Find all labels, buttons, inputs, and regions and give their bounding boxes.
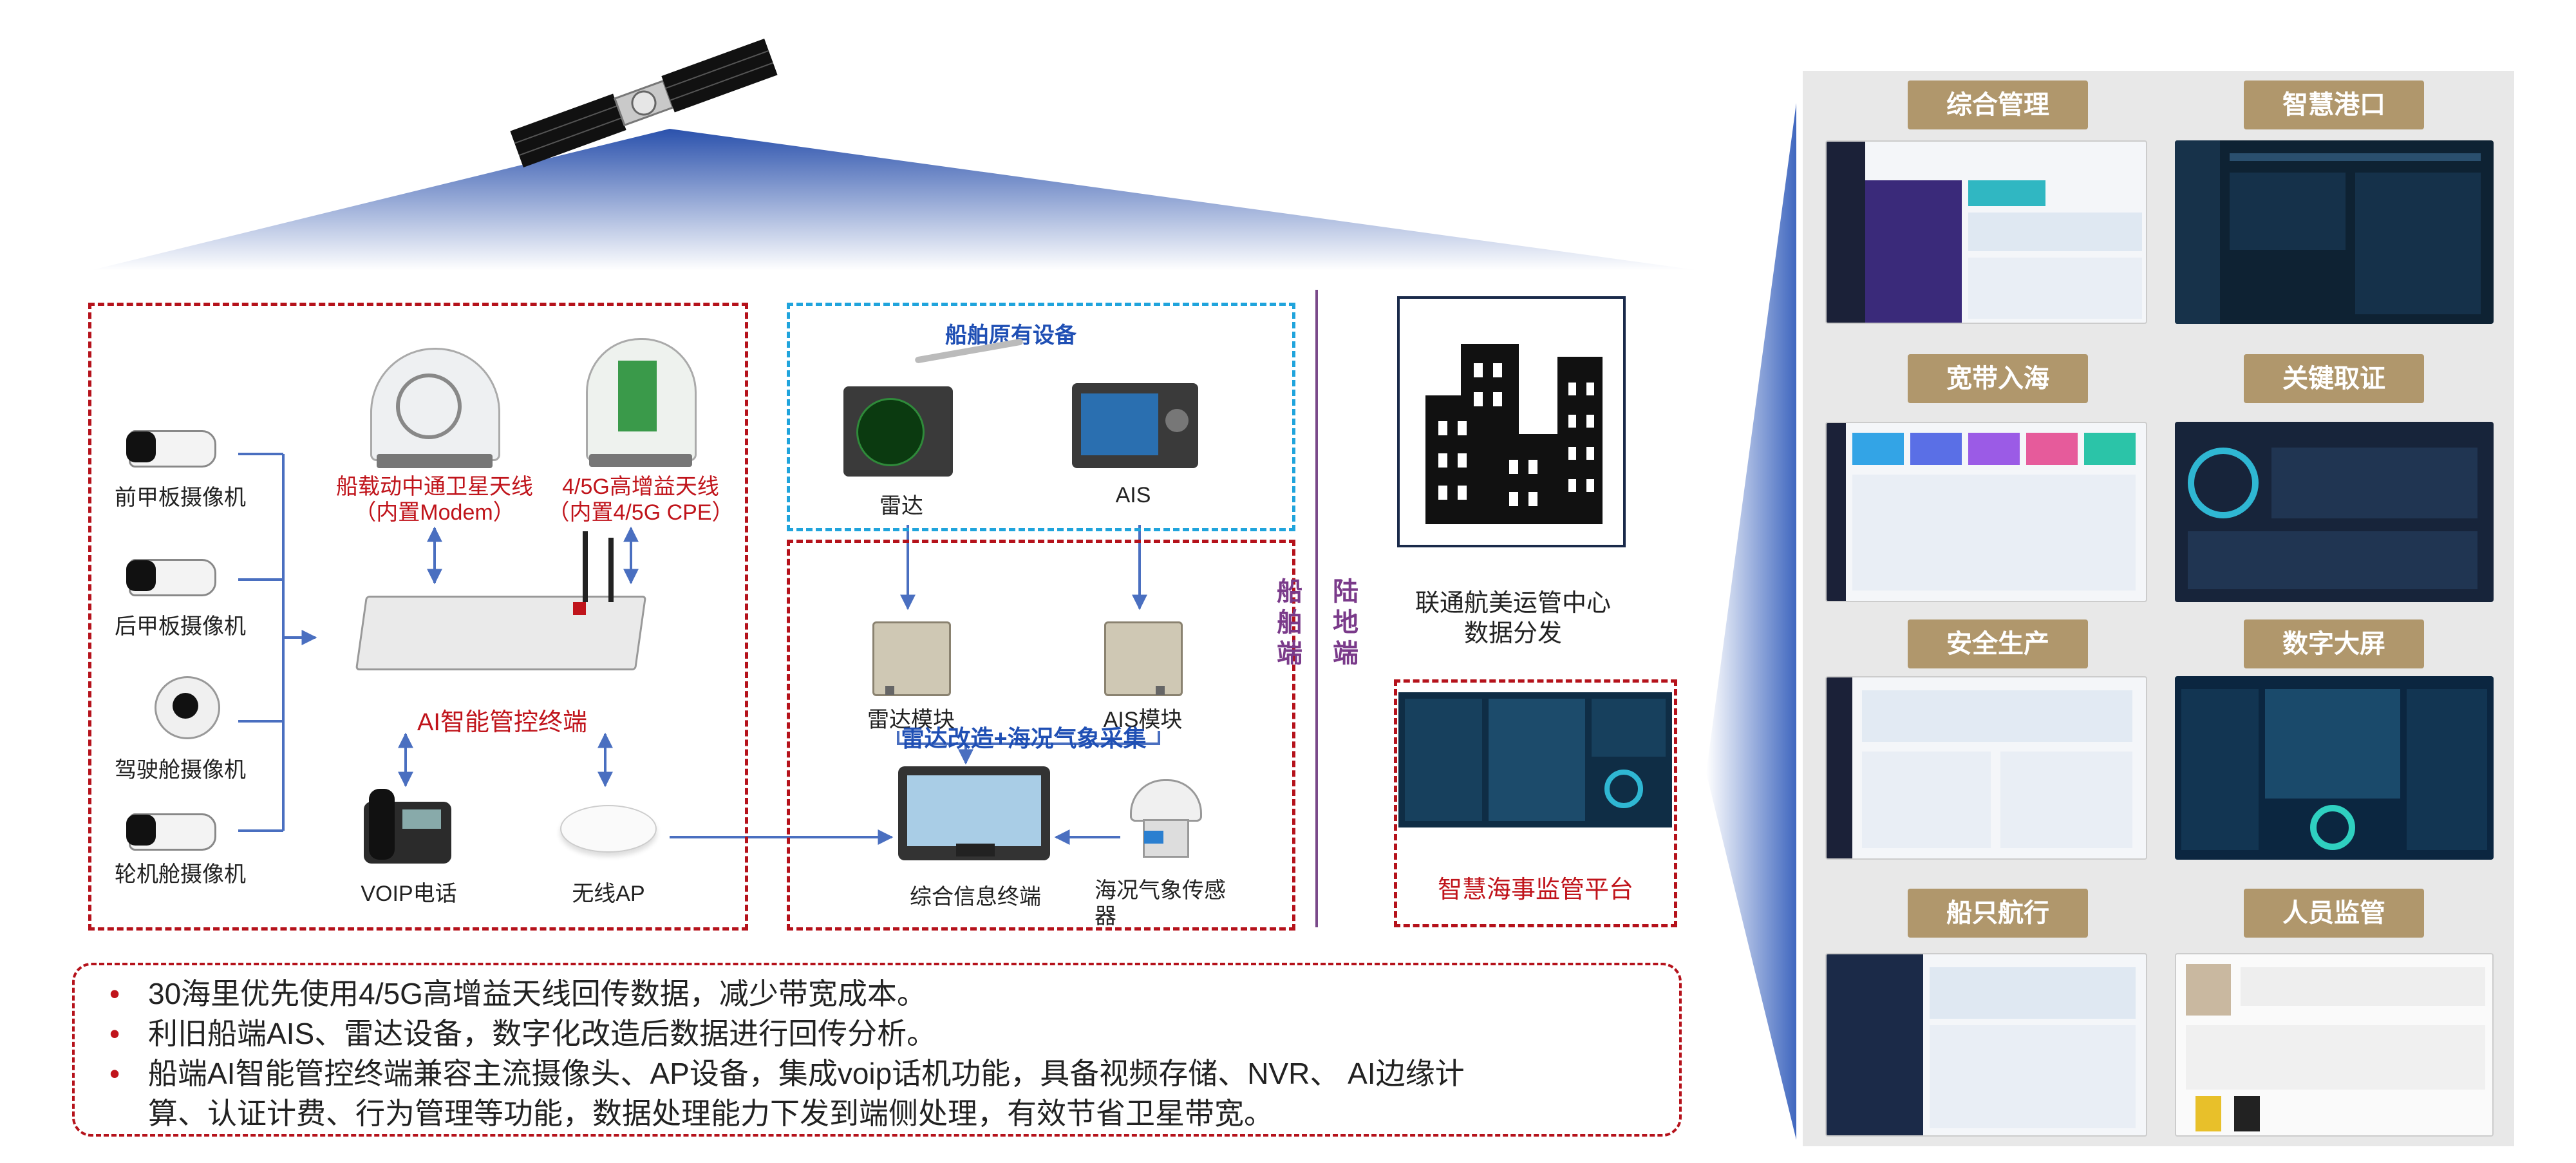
ais-device-icon (1072, 383, 1201, 470)
radar-module-label: 雷达模块 (867, 708, 955, 732)
monitoring-platform-screenshot (1398, 692, 1672, 827)
module-arrows (897, 525, 1160, 845)
weather-sensor-label-line1: 海况气象传感 (1095, 878, 1226, 903)
ai-terminal-device-icon (355, 531, 647, 679)
ais-label: AIS (1115, 483, 1151, 507)
info-terminal-label: 综合信息终端 (910, 885, 1041, 909)
satellite-antenna-label-line2: （内置Modem） (354, 500, 515, 525)
g5-antenna-icon (586, 338, 697, 467)
panel-screenshot-smart-port (2175, 140, 2494, 324)
radar-display-icon (843, 386, 956, 480)
note-item: •船端AI智能管控终端兼容主流摄像头、AP设备，集成voip话机功能，具备视频存… (90, 1054, 1465, 1093)
ship-side-label: 船 舶 端 (1277, 578, 1302, 668)
monitoring-platform-label: 智慧海事监管平台 (1437, 876, 1633, 903)
panel-screenshot-ship-navigation (1825, 953, 2147, 1137)
panel-badge-safety-production: 安全生产 (1908, 619, 2088, 668)
engine-room-camera-label: 轮机舱摄像机 (115, 862, 246, 887)
panel-badge-ship-navigation: 船只航行 (1908, 889, 2088, 938)
wireless-ap-icon (560, 799, 657, 856)
panel-badge-smart-port: 智慧港口 (2244, 80, 2424, 129)
panel-badge-key-evidence: 关键取证 (2244, 354, 2424, 403)
engine-room-camera-icon (126, 808, 238, 853)
note-item: •利旧船端AIS、雷达设备，数字化改造后数据进行回传分析。 (90, 1014, 1465, 1054)
monitoring-platform-box (1394, 679, 1677, 927)
original-equipment-box (787, 303, 1295, 531)
radar-label: 雷达 (879, 494, 923, 518)
panel-screenshot-key-evidence (2175, 422, 2494, 602)
weather-sensor-icon (1130, 779, 1202, 858)
panel-screenshot-comprehensive-management (1825, 140, 2147, 324)
radar-module-icon (872, 621, 951, 696)
ais-module-icon (1104, 621, 1183, 696)
satellite-icon (510, 38, 778, 168)
bullet-dot-icon: • (109, 1057, 120, 1090)
voip-phone-label: VOIP电话 (361, 882, 457, 906)
ai-terminal-label: AI智能管控终端 (417, 709, 587, 736)
operations-center-label-line2: 数据分发 (1463, 620, 1562, 647)
panel-screenshot-digital-screen (2175, 676, 2494, 860)
notes-list: •30海里优先使用4/5G高增益天线回传数据，减少带宽成本。 •利旧船端AIS、… (90, 974, 1465, 1133)
panel-screenshot-safety-production (1825, 676, 2147, 860)
panel-badge-digital-screen: 数字大屏 (2244, 619, 2424, 668)
building-graphic (1425, 344, 1603, 524)
bridge-dome-camera-icon (155, 676, 220, 739)
platform-beam (1706, 103, 1796, 1140)
panel-badge-broadband-sea: 宽带入海 (1908, 354, 2088, 403)
satellite-beam (90, 129, 1700, 270)
modules-box (787, 540, 1295, 931)
satellite-antenna-icon (370, 348, 500, 470)
front-deck-camera-label: 前甲板摄像机 (115, 486, 246, 510)
panel-screenshot-broadband-sea (1825, 422, 2147, 602)
voip-phone-icon (364, 789, 454, 866)
land-side-label: 陆 地 端 (1333, 578, 1359, 668)
note-item: •30海里优先使用4/5G高增益天线回传数据，减少带宽成本。 (90, 974, 1465, 1014)
rear-deck-camera-label: 后甲板摄像机 (115, 614, 246, 639)
info-terminal-icon (898, 766, 1053, 863)
note-item-continued: 算、认证计费、行为管理等功能，数据处理能力下发到端侧处理，有效节省卫星带宽。 (148, 1097, 1274, 1130)
notes-box (72, 963, 1682, 1137)
operations-center-building-icon (1397, 296, 1626, 547)
weather-sensor-label-line2: 器 (1095, 904, 1116, 929)
wireless-ap-label: 无线AP (572, 882, 645, 906)
satellite-antenna-label-line1: 船载动中通卫星天线 (336, 475, 533, 499)
rear-deck-camera-icon (126, 554, 238, 599)
gps-antenna-icon (914, 338, 1030, 364)
g5-antenna-label-line2: （内置4/5G CPE） (547, 500, 734, 525)
g5-antenna-label-line1: 4/5G高增益天线 (562, 475, 719, 499)
terminal-link-arrows (398, 526, 894, 845)
panel-badge-personnel-supervision: 人员监管 (2244, 889, 2424, 938)
front-deck-camera-icon (126, 425, 238, 470)
upgrade-label: 雷达改造+海况气象采集 (901, 725, 1147, 752)
bullet-dot-icon: • (109, 977, 120, 1010)
ais-module-label: AIS模块 (1103, 708, 1183, 732)
panel-badge-comprehensive-management: 综合管理 (1908, 80, 2088, 129)
bridge-camera-label: 驾驶舱摄像机 (115, 758, 246, 782)
panel-screenshot-personnel-supervision (2175, 953, 2494, 1137)
bullet-dot-icon: • (109, 1017, 120, 1050)
camera-bus-lines (238, 453, 317, 832)
operations-center-label-line1: 联通航美运管中心 (1415, 590, 1611, 617)
ship-terminal-box (88, 303, 748, 931)
